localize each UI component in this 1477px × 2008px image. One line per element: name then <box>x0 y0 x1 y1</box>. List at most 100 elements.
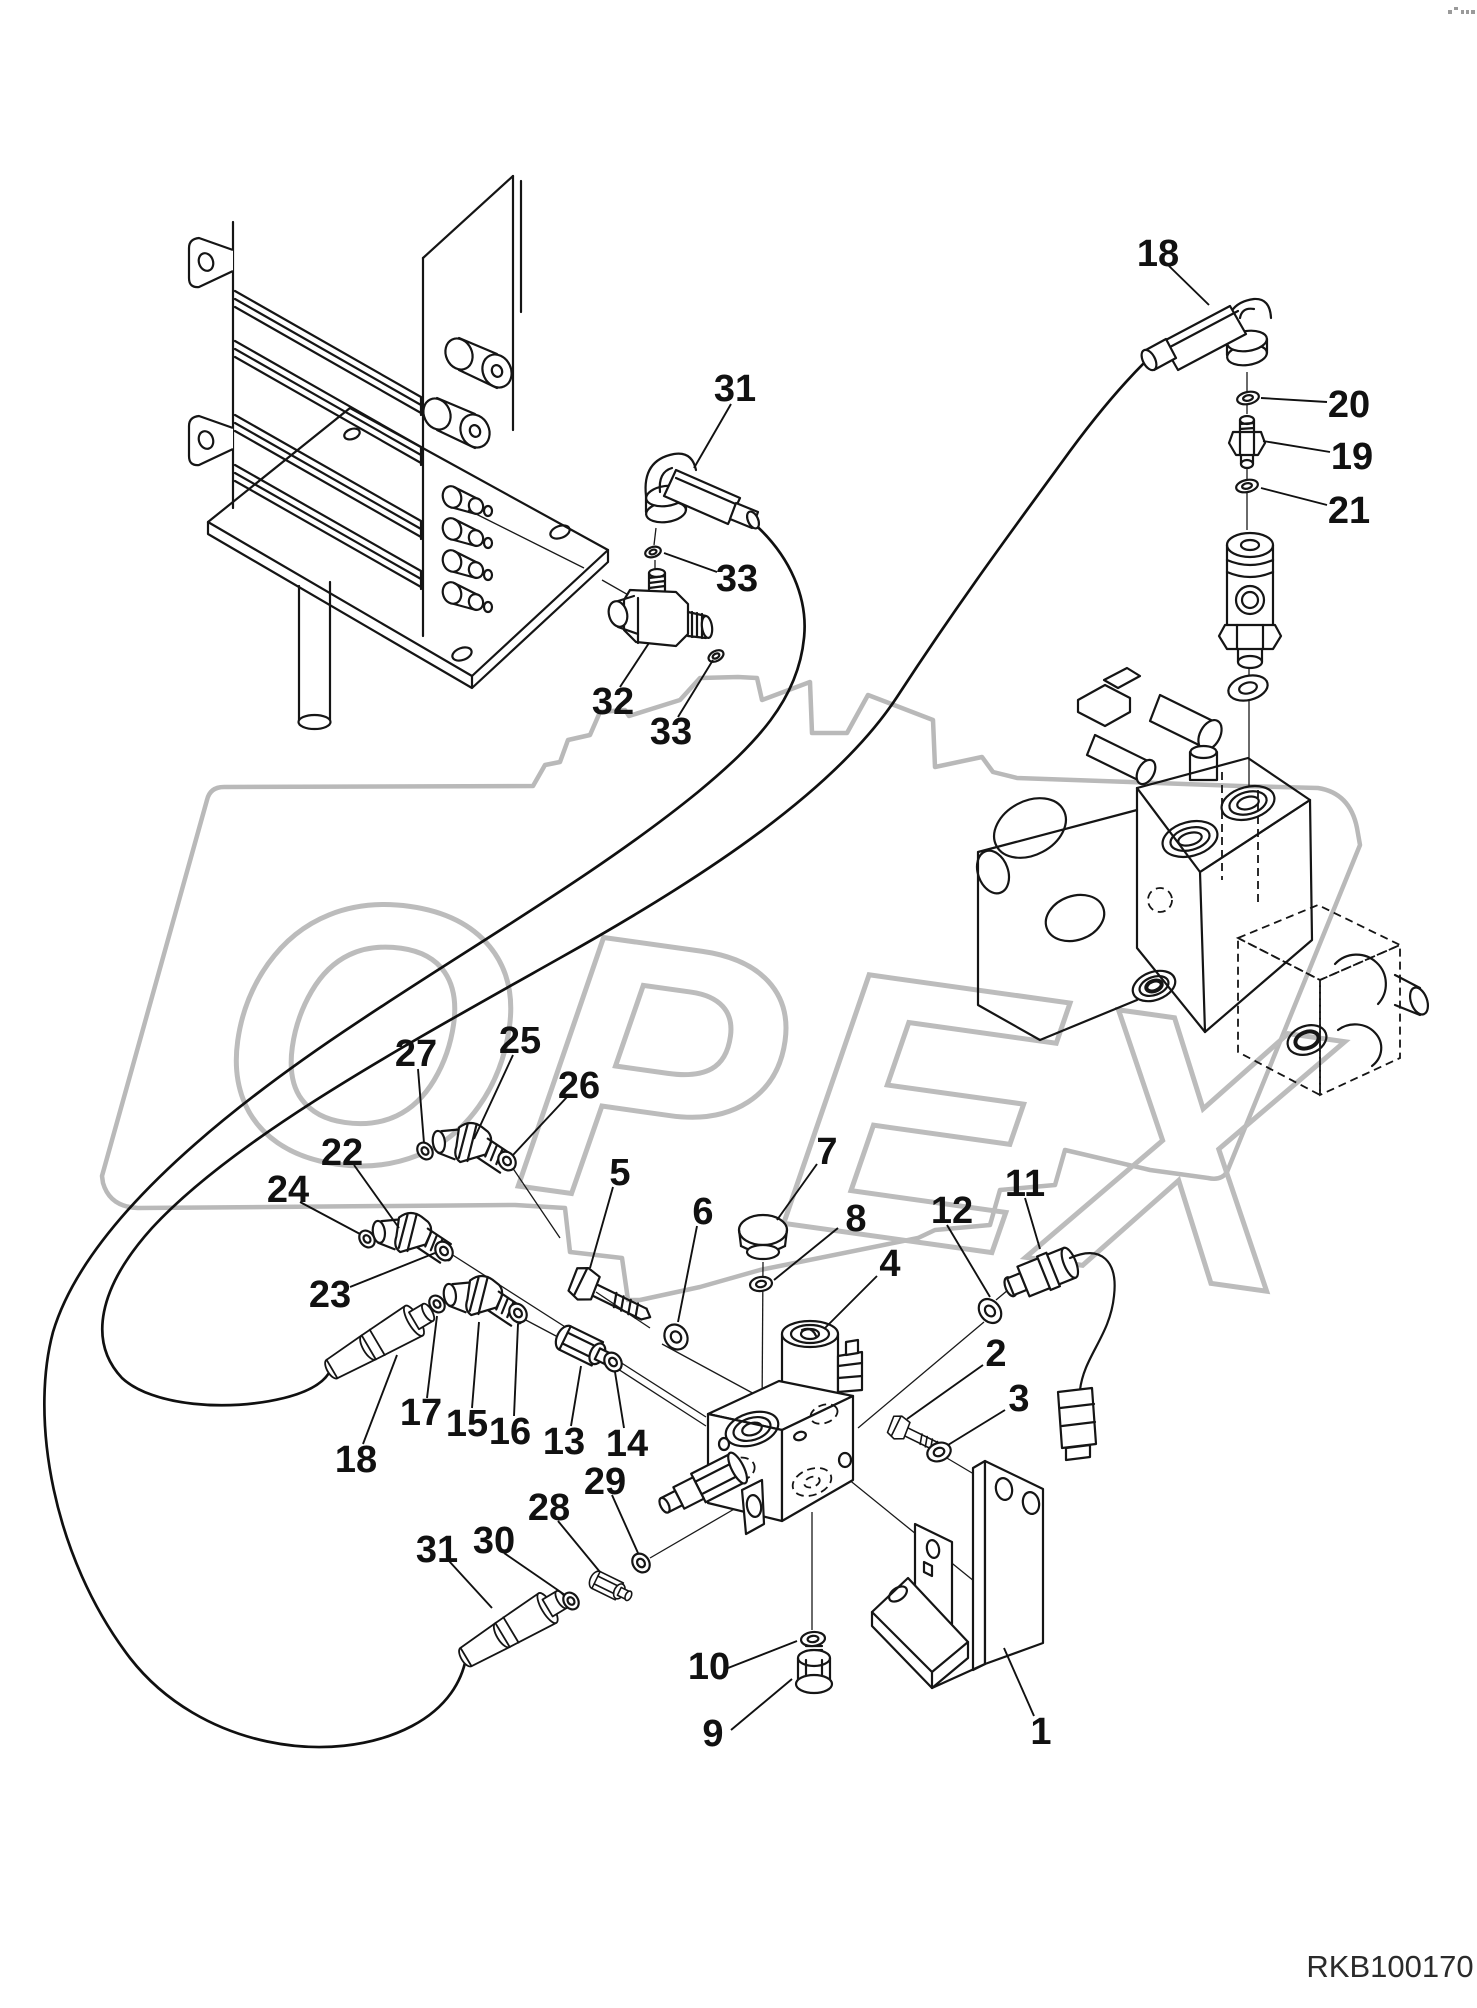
bracket-1 <box>870 1459 1045 1690</box>
washer-14 <box>603 1351 623 1373</box>
relief-valve-cartridge <box>1217 531 1283 670</box>
part-number-11: 11 <box>1005 1163 1045 1205</box>
callout-26: 26 <box>512 1065 600 1156</box>
leader-line-7 <box>776 1163 818 1221</box>
part-number-14: 14 <box>606 1423 648 1465</box>
leader-line-16 <box>513 1323 519 1417</box>
part-number-31: 31 <box>714 368 756 410</box>
hose-31-curve <box>43 518 806 1749</box>
elbow-hose-end-18 <box>1140 297 1273 372</box>
callout-21: 21 <box>1260 487 1370 532</box>
part-number-21: 21 <box>1328 490 1370 532</box>
leader-line-32 <box>619 642 650 688</box>
washer-29 <box>631 1552 651 1574</box>
fitting-28 <box>585 1568 636 1607</box>
leader-line-4 <box>823 1275 878 1330</box>
part-number-30: 30 <box>473 1520 515 1562</box>
leader-line-12 <box>946 1224 991 1298</box>
leader-line-22 <box>353 1164 400 1229</box>
leader-line-19 <box>1262 440 1331 453</box>
washer-23 <box>434 1240 454 1262</box>
callout-15: 15 <box>446 1321 488 1445</box>
leader-line-9 <box>730 1678 793 1731</box>
callout-28: 28 <box>528 1487 601 1573</box>
callout-5: 5 <box>589 1152 631 1269</box>
washer-33-upper <box>644 545 662 559</box>
callout-20: 20 <box>1260 384 1370 426</box>
part-number-12: 12 <box>931 1190 973 1232</box>
callout-4: 4 <box>823 1243 901 1330</box>
mount-post <box>297 580 332 731</box>
leader-line-28 <box>557 1520 601 1573</box>
callout-18: 18 <box>1137 233 1210 306</box>
elbow-hose-end-31 <box>644 452 761 530</box>
washer-27 <box>416 1141 434 1161</box>
leader-line-20 <box>1260 397 1328 403</box>
washer-24 <box>358 1229 376 1249</box>
opex-watermark: OPEX <box>99 674 1363 1379</box>
callout-29: 29 <box>584 1461 639 1554</box>
part-number-18: 18 <box>335 1439 377 1481</box>
tee-fitting-32 <box>467 509 714 648</box>
switch-connector <box>1056 1386 1098 1450</box>
callout-18: 18 <box>335 1354 398 1481</box>
callout-9: 9 <box>702 1678 793 1755</box>
part-number-16: 16 <box>489 1411 531 1453</box>
part-number-18: 18 <box>1137 233 1179 275</box>
part-number-7: 7 <box>816 1131 837 1173</box>
mount-frame-assembly <box>187 174 610 731</box>
washer-21 <box>1235 478 1259 494</box>
part-number-3: 3 <box>1008 1378 1029 1420</box>
callout-3: 3 <box>947 1378 1030 1446</box>
mount-base-plate <box>206 406 610 690</box>
callout-31: 31 <box>416 1529 493 1609</box>
callout-25: 25 <box>473 1020 541 1140</box>
part-number-9: 9 <box>702 1713 723 1755</box>
hose-socket-31 <box>452 1581 575 1676</box>
valve-block-assembly <box>658 1319 864 1536</box>
leader-line-33 <box>663 552 718 573</box>
part-number-2: 2 <box>985 1333 1006 1375</box>
part-number-27: 27 <box>395 1033 437 1075</box>
corner-print-marks <box>1448 7 1475 14</box>
fitting-19 <box>1227 414 1267 470</box>
callout-12: 12 <box>931 1190 991 1298</box>
cap-plug-7 <box>737 1213 789 1261</box>
part-number-19: 19 <box>1331 436 1373 478</box>
leader-line-11 <box>1024 1197 1041 1250</box>
washers-and-orings <box>358 390 1269 1648</box>
callout-11: 11 <box>1005 1163 1045 1250</box>
callout-31: 31 <box>693 368 756 469</box>
leader-line-21 <box>1260 487 1328 506</box>
part-number-23: 23 <box>309 1274 351 1316</box>
part-number-13: 13 <box>543 1421 585 1463</box>
callout-22: 22 <box>321 1132 400 1229</box>
part-number-10: 10 <box>688 1646 730 1688</box>
watermark-border <box>99 674 1363 1303</box>
part-number-33: 33 <box>716 558 758 600</box>
leader-line-30 <box>503 1552 566 1596</box>
part-number-20: 20 <box>1328 384 1370 426</box>
washer-17 <box>428 1294 446 1314</box>
washer-20 <box>1236 390 1260 406</box>
leader-line-15 <box>471 1321 480 1409</box>
callout-33: 33 <box>663 552 758 600</box>
mount-port-fittings <box>441 485 494 614</box>
hose-18-curve <box>101 361 1146 1407</box>
callout-10: 10 <box>688 1640 798 1688</box>
valve-mount-lug <box>740 1478 766 1536</box>
leader-line-18 <box>1168 265 1210 306</box>
leader-line-10 <box>727 1640 798 1669</box>
leader-line-29 <box>611 1494 639 1554</box>
mount-tab-upper <box>187 236 234 289</box>
callout-19: 19 <box>1262 436 1373 478</box>
callout-14: 14 <box>606 1371 648 1465</box>
callout-16: 16 <box>489 1323 531 1453</box>
oring-12 <box>977 1297 1003 1325</box>
callout-2: 2 <box>906 1333 1007 1420</box>
hoses <box>43 361 1146 1749</box>
callout-27: 27 <box>395 1033 437 1144</box>
